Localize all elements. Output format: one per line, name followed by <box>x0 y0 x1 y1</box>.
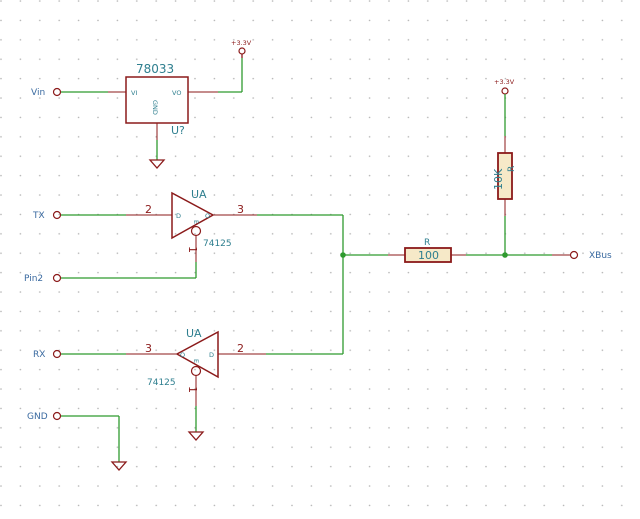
regulator-pin-gnd-name: GND <box>151 100 159 115</box>
ground-symbol-buffer <box>187 431 205 441</box>
net-label-tx: TX <box>32 211 45 221</box>
buffer-top-out-name: O <box>205 212 210 220</box>
buffer-top-pin-en: 1 <box>186 246 199 253</box>
resistor-series-value: 100 <box>418 249 439 262</box>
buffer-top-value: 74125 <box>203 239 232 249</box>
power-flag-3v3-top[interactable] <box>238 47 246 55</box>
net-label-vin: Vin <box>31 88 45 98</box>
regulator-pin-vo-name: VO <box>172 89 181 97</box>
power-label-3v3-right: +3.3V <box>494 78 515 86</box>
buffer-bottom-en-name: E <box>192 359 200 363</box>
ground-symbol-main <box>110 461 128 471</box>
buffer-bottom-out-name: O <box>180 351 185 359</box>
connector-pin2[interactable] <box>52 273 62 283</box>
resistor-pullup-ref: R <box>507 166 517 172</box>
buffer-top-pin-in: 2 <box>145 203 152 216</box>
buffer-top-pin-out: 3 <box>237 203 244 216</box>
regulator-78033[interactable]: 78033 U? VI VO GND <box>108 62 218 140</box>
resistor-series-100[interactable]: R 100 <box>388 238 466 263</box>
buffer-top-in-name: D <box>176 212 181 220</box>
resistor-pullup-value: 10K <box>492 168 505 190</box>
buffer-bottom-pin-en: 1 <box>186 386 199 393</box>
regulator-ref: U? <box>171 124 185 137</box>
net-label-rx: RX <box>33 350 45 360</box>
resistor-series-ref: R <box>424 238 430 248</box>
connector-tx[interactable] <box>52 210 62 220</box>
connector-rx[interactable] <box>52 349 62 359</box>
buffer-bottom-74125[interactable]: 3 2 1 O D E UA 74125 <box>126 327 266 406</box>
power-label-3v3-top: +3.3V <box>231 39 252 47</box>
connector-xbus[interactable] <box>569 250 579 260</box>
regulator-pin-vi-name: VI <box>131 89 137 97</box>
ground-symbol-regulator <box>148 159 166 169</box>
buffer-top-74125[interactable]: 2 3 1 D O E UA 74125 <box>126 188 257 262</box>
buffer-top-en-name: E <box>192 220 200 224</box>
regulator-value: 78033 <box>136 62 174 76</box>
net-label-xbus: XBus <box>589 251 612 261</box>
resistor-pullup-10k[interactable]: 10K R <box>492 136 517 216</box>
connector-gnd[interactable] <box>52 411 62 421</box>
net-label-pin2: Pin2 <box>24 274 43 284</box>
buffer-bottom-value: 74125 <box>147 378 176 388</box>
buffer-bottom-ref: UA <box>186 327 202 340</box>
buffer-top-ref: UA <box>191 188 207 201</box>
buffer-bottom-in-name: D <box>209 351 214 359</box>
buffer-bottom-pin-in: 3 <box>145 342 152 355</box>
connector-vin[interactable] <box>52 87 62 97</box>
buffer-bottom-pin-out: 2 <box>237 342 244 355</box>
net-label-gnd: GND <box>27 412 48 422</box>
